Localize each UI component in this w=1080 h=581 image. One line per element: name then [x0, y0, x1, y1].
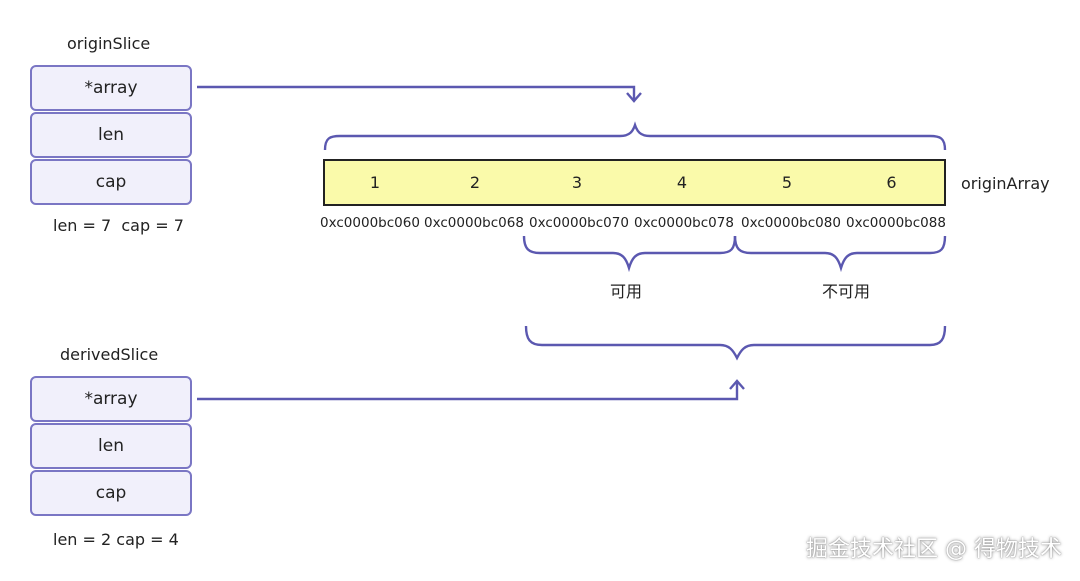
array-address: 0xc0000bc068	[424, 215, 524, 231]
watermark: 掘金技术社区 @ 得物技术	[806, 537, 1062, 562]
array-cell: 6	[839, 159, 946, 206]
derived-pointer-line	[197, 381, 739, 401]
derived-slice-len-field: len	[30, 423, 192, 469]
origin-slice-array-field: *array	[30, 65, 192, 111]
usable-label: 可用	[610, 282, 643, 301]
array-cell: 2	[425, 159, 527, 206]
array-address: 0xc0000bc080	[741, 215, 841, 231]
origin-pointer-arrowhead	[626, 92, 642, 103]
array-cell: 5	[735, 159, 841, 206]
array-address: 0xc0000bc088	[846, 215, 946, 231]
array-cell: 1	[323, 159, 427, 206]
derived-pointer-arrowhead	[729, 379, 745, 390]
unusable-label: 不可用	[822, 282, 871, 301]
array-cell: 4	[629, 159, 737, 206]
derived-slice-title: derivedSlice	[60, 345, 159, 364]
origin-slice-summary: len = 7 cap = 7	[53, 216, 184, 235]
derived-slice-array-field: *array	[30, 376, 192, 422]
origin-pointer-line	[197, 85, 636, 101]
array-address: 0xc0000bc060	[320, 215, 420, 231]
brace-origin-array	[323, 121, 947, 151]
origin-slice-cap-field: cap	[30, 159, 192, 205]
derived-slice-summary: len = 2 cap = 4	[53, 530, 179, 549]
origin-array-label: originArray	[961, 174, 1050, 193]
origin-slice-title: originSlice	[67, 34, 151, 53]
derived-slice-cap-field: cap	[30, 470, 192, 516]
array-cell: 3	[525, 159, 631, 206]
array-address: 0xc0000bc070	[529, 215, 629, 231]
array-address: 0xc0000bc078	[634, 215, 734, 231]
brace-derived-range	[524, 325, 947, 361]
origin-slice-len-field: len	[30, 112, 192, 158]
brace-unusable	[733, 235, 947, 273]
brace-usable	[522, 235, 737, 273]
